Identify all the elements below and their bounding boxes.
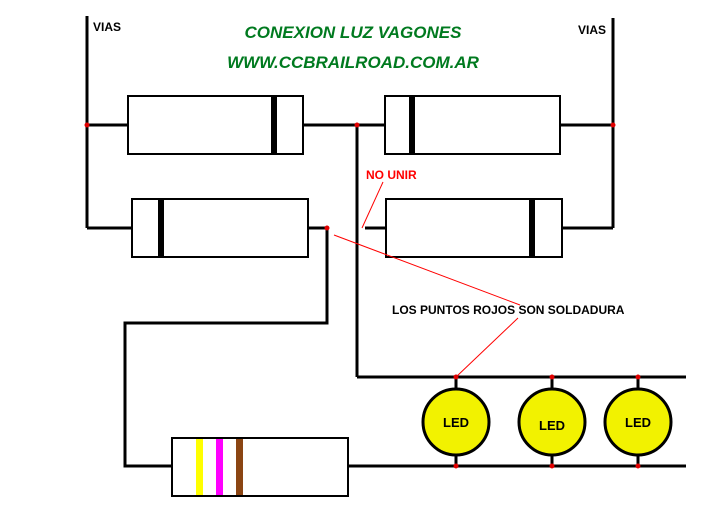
led-3: LED xyxy=(603,387,673,457)
website-url: WWW.CCBRAILROAD.COM.AR xyxy=(227,53,480,72)
resistor-band-yellow xyxy=(196,439,203,495)
led-2: LED xyxy=(517,387,587,457)
led-1-label: LED xyxy=(443,415,469,430)
resistor-band-brown xyxy=(236,439,243,495)
solder-point xyxy=(610,122,616,128)
solder-points xyxy=(84,122,641,469)
led-1: LED xyxy=(421,387,491,457)
led-3-label: LED xyxy=(625,415,651,430)
solder-point xyxy=(453,463,459,469)
diodes xyxy=(127,95,563,258)
no-unir-label: NO UNIR xyxy=(366,168,417,182)
wire-to-resistor xyxy=(123,228,329,468)
diode-3 xyxy=(131,198,309,258)
vias-label-left: VIAS xyxy=(93,20,121,34)
wires xyxy=(85,16,686,468)
solder-point xyxy=(324,225,330,231)
no-unir-pointer xyxy=(361,181,384,229)
leds: LED LED LED xyxy=(421,387,673,457)
solder-point xyxy=(635,463,641,469)
diode-4 xyxy=(385,198,563,258)
diode-1 xyxy=(127,95,304,155)
led-2-label: LED xyxy=(539,418,565,433)
solder-pointer-1 xyxy=(333,234,521,306)
diagram-title: CONEXION LUZ VAGONES xyxy=(245,23,463,42)
solder-point xyxy=(354,122,360,128)
solder-note: LOS PUNTOS ROJOS SON SOLDADURA xyxy=(392,303,625,317)
diode-2 xyxy=(384,95,561,155)
solder-point xyxy=(549,374,555,380)
vias-label-right: VIAS xyxy=(578,23,606,37)
solder-point xyxy=(84,122,90,128)
solder-point xyxy=(635,374,641,380)
annotation-lines xyxy=(333,181,521,378)
solder-point xyxy=(549,463,555,469)
solder-pointer-2 xyxy=(455,317,519,378)
resistor-band-magenta xyxy=(216,439,223,495)
resistor xyxy=(171,437,349,497)
solder-point xyxy=(453,374,459,380)
